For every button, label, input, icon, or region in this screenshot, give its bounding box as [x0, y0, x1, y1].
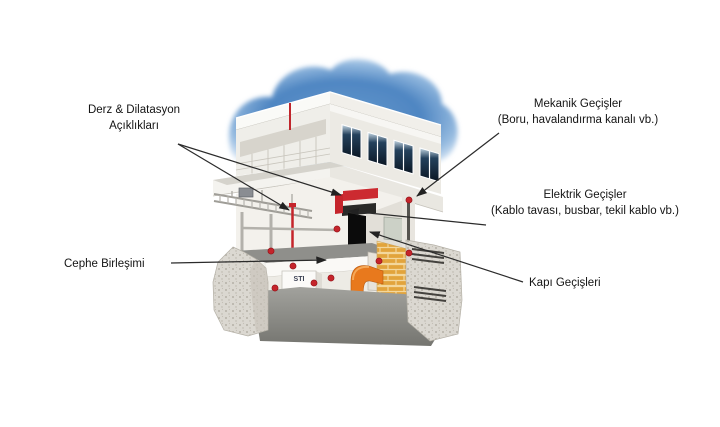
- callout-kapi-line1: Kapı Geçişleri: [529, 277, 601, 289]
- callout-mekanik-line1: Mekanik Geçişler: [533, 98, 623, 110]
- callout-elektrik-gecisler: Elektrik Geçişler (Kablo tavası, busbar,…: [485, 187, 685, 219]
- red-riser-fitting: [289, 203, 296, 207]
- basement-level: STI: [252, 240, 458, 346]
- callout-line-mekanik: [416, 132, 500, 197]
- callout-cephe-birlesimi: Cephe Birleşimi: [64, 256, 184, 272]
- callout-line-kapi: [368, 231, 524, 283]
- callout-mekanik-gecisler: Mekanik Geçişler (Boru, havalandırma kan…: [458, 96, 698, 128]
- concrete-wall-left: [212, 246, 269, 337]
- awning-band: [240, 119, 326, 157]
- building-upper-block: [235, 91, 442, 194]
- concrete-wall-right: [405, 239, 463, 342]
- firestop-markers: [267, 196, 413, 292]
- callout-derz-line1: Derz & Dilatasyon: [87, 104, 181, 116]
- callout-line-elektrik: [347, 208, 487, 226]
- callout-derz-line2: Açıklıkları: [109, 120, 159, 132]
- cable-tray: [213, 187, 313, 219]
- tray-clamp: [238, 187, 254, 198]
- callout-elektrik-line2: (Kablo tavası, busbar, tekil kablo vb.): [491, 205, 679, 217]
- callout-line-cephe: [170, 256, 328, 264]
- window-row: [341, 123, 440, 183]
- callout-cephe-line1: Cephe Birleşimi: [64, 258, 145, 270]
- callout-line-derz-2: [177, 143, 343, 196]
- callout-elektrik-line1: Elektrik Geçişler: [543, 189, 627, 201]
- cutaway-interior: [213, 177, 415, 264]
- callout-mekanik-line2: (Boru, havalandırma kanalı vb.): [497, 114, 659, 126]
- callout-derz-dilatasyon: Derz & Dilatasyon Açıklıkları: [44, 102, 224, 134]
- callout-kapi-gecisleri: Kapı Geçişleri: [529, 275, 649, 291]
- cabinet-label: STI: [294, 276, 305, 283]
- door-opening: [348, 213, 366, 250]
- callout-line-derz-1: [177, 143, 290, 211]
- callout-lines: [170, 132, 524, 283]
- orange-duct: [350, 265, 384, 299]
- basement-floor: [252, 287, 458, 346]
